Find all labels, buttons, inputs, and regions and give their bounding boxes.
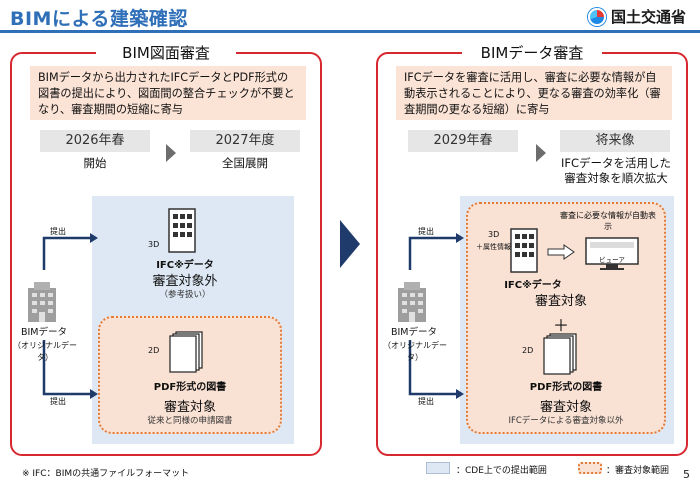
ifc-footnote: ※ IFC：BIMの共通ファイルフォーマット — [22, 469, 190, 479]
legend-review-swatch — [578, 462, 602, 474]
right-stage-1-year: 2029年春 — [408, 130, 518, 152]
right-submit-arrows — [408, 233, 464, 399]
left-ifc-dim: 3D — [148, 240, 160, 249]
left-description: BIMデータから出力されたIFCデータとPDF形式の図書の提出により、図面間の整… — [30, 66, 306, 120]
viewer-label: ビューア — [599, 256, 625, 264]
right-pdf-status: 審査対象 — [539, 400, 592, 415]
right-stage-chevron-icon — [536, 144, 546, 162]
left-panel-title: BIM図面審査 — [96, 42, 236, 63]
title-underline — [0, 30, 700, 33]
right-pdf-stack-icon — [543, 333, 577, 375]
plus-sign: ＋ — [552, 316, 569, 335]
left-bim-building-icon — [28, 282, 56, 322]
right-ifc-status: 審査対象 — [534, 294, 587, 309]
right-stage-2-year: 将来像 — [560, 130, 670, 152]
right-pdf-name: PDF形式の図書 — [529, 382, 603, 393]
right-ifc-attr: ＋属性情報 — [476, 243, 511, 251]
right-pdf-dim: 2D — [522, 346, 534, 355]
left-stage-1-label: 開始 — [83, 156, 107, 170]
left-submit-top-label: 提出 — [50, 227, 66, 236]
ministry-logo: 国土交通省 — [587, 6, 686, 27]
right-pdf-note: IFCデータによる審査対象以外 — [508, 416, 624, 426]
left-pdf-dim: 2D — [148, 346, 160, 355]
left-submit-arrows — [42, 233, 98, 399]
legend-cde-swatch — [426, 462, 450, 474]
left-ifc-building-icon — [168, 208, 196, 253]
page-title: BIMによる建築確認 — [10, 8, 188, 30]
left-bim-label: BIMデータ — [20, 327, 68, 338]
right-bim-building-icon — [398, 282, 426, 322]
right-ifc-building-icon — [510, 228, 538, 273]
left-ifc-status: 審査対象外 — [152, 274, 218, 289]
left-pdf-status: 審査対象 — [163, 400, 216, 415]
ministry-emblem-icon — [587, 7, 606, 26]
viewer-monitor-icon — [585, 237, 639, 270]
right-panel-title: BIMデータ審査 — [462, 42, 602, 63]
left-pdf-name: PDF形式の図書 — [153, 382, 227, 393]
left-submit-bottom-label: 提出 — [50, 397, 66, 406]
right-to-viewer-arrow-icon — [547, 244, 575, 260]
page-number: 5 — [683, 468, 690, 481]
right-ifc-name: IFC※データ — [504, 280, 562, 291]
right-ifc-dim: 3D — [488, 230, 500, 239]
left-pdf-stack-icon — [169, 331, 203, 373]
left-review-zone — [98, 316, 282, 434]
right-description: IFCデータを審査に活用し、審査に必要な情報が自動表示されることにより、更なる審… — [396, 66, 672, 120]
left-ifc-name: IFC※データ — [156, 260, 214, 271]
right-stage-2-label: IFCデータを活用した審査対象を順次拡大 — [560, 156, 672, 185]
left-stage-2-year: 2027年度 — [190, 130, 300, 152]
left-stage-2-label: 全国展開 — [222, 156, 268, 170]
right-auto-display: 審査に必要な情報が自動表示 — [560, 211, 656, 231]
left-bim-sublabel: （オリジナルデータ） — [13, 341, 77, 362]
right-submit-top-label: 提出 — [418, 227, 434, 236]
legend-review-label: ：審査対象範囲 — [606, 466, 670, 476]
legend-cde-label: ：CDE上での提出範囲 — [456, 466, 547, 476]
left-pdf-note: 従来と同様の申請図書 — [147, 416, 233, 426]
left-ifc-note: （参考扱い） — [159, 290, 211, 300]
ministry-name: 国土交通省 — [610, 8, 686, 26]
transition-arrow-icon — [340, 220, 360, 268]
left-stage-1-year: 2026年春 — [40, 130, 150, 152]
right-bim-label: BIMデータ — [390, 327, 438, 338]
right-bim-sublabel: （オリジナルデータ） — [383, 341, 447, 362]
right-submit-bottom-label: 提出 — [418, 397, 434, 406]
left-stage-chevron-icon — [166, 144, 176, 162]
